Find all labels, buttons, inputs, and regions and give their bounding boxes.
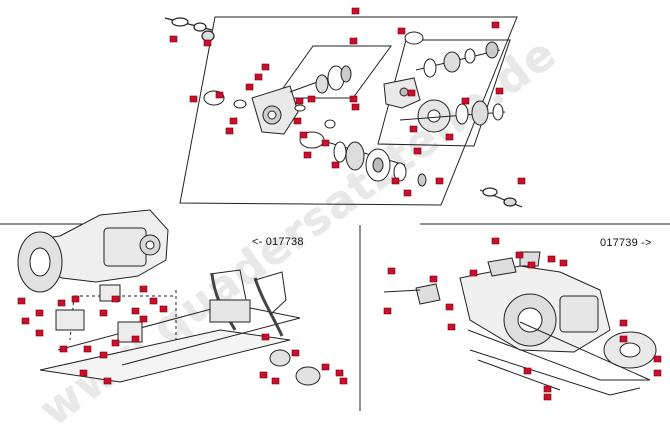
part-callout-marker: [445, 133, 454, 141]
part-callout-marker: [245, 83, 254, 91]
gear-train-right: [383, 31, 506, 133]
part-callout-marker: [293, 117, 302, 125]
part-callout-marker: [99, 351, 108, 359]
part-callout-marker: [131, 307, 140, 315]
part-callout-marker: [435, 177, 444, 185]
part-callout-marker: [203, 39, 212, 47]
part-callout-marker: [307, 95, 316, 103]
part-callout-marker: [71, 295, 80, 303]
part-callout-marker: [139, 315, 148, 323]
part-callout-marker: [517, 177, 526, 185]
part-callout-marker: [547, 255, 556, 263]
drive-shaft-top-left: [164, 17, 215, 42]
part-callout-marker: [543, 385, 552, 393]
serial-label-right: 017739 ->: [600, 237, 652, 249]
part-callout-marker: [111, 295, 120, 303]
part-callout-marker: [407, 89, 416, 97]
serial-label-left: <- 017738: [252, 236, 304, 248]
part-callout-marker: [149, 297, 158, 305]
part-callout-marker: [17, 297, 26, 305]
part-callout-marker: [491, 237, 500, 245]
part-callout-marker: [215, 91, 224, 99]
part-callout-marker: [139, 285, 148, 293]
part-callout-marker: [35, 309, 44, 317]
part-callout-marker: [619, 319, 628, 327]
part-callout-marker: [331, 161, 340, 169]
part-callout-marker: [409, 125, 418, 133]
part-callout-marker: [291, 349, 300, 357]
part-callout-marker: [335, 369, 344, 377]
rear-frame-right: [383, 289, 651, 396]
part-callout-marker: [429, 275, 438, 283]
assembly-outline-sub-right: [377, 39, 511, 147]
part-callout-marker: [383, 307, 392, 315]
part-callout-marker: [413, 147, 422, 155]
part-callout-marker: [351, 103, 360, 111]
exploded-parts-diagram: www.quadersatzteile.de: [0, 7, 670, 436]
part-callout-marker: [229, 117, 238, 125]
assembly-outline-main: [179, 16, 518, 206]
part-callout-marker: [261, 63, 270, 71]
part-callout-marker: [261, 333, 270, 341]
part-callout-marker: [295, 97, 304, 105]
gearbox-housing-top: [203, 85, 306, 135]
part-callout-marker: [189, 95, 198, 103]
part-callout-marker: [225, 127, 234, 135]
part-callout-marker: [169, 35, 178, 43]
part-callout-marker: [131, 335, 140, 343]
part-callout-marker: [447, 323, 456, 331]
part-callout-marker: [103, 377, 112, 385]
part-callout-marker: [461, 97, 470, 105]
part-callout-marker: [469, 269, 478, 277]
part-callout-marker: [57, 299, 66, 307]
part-callout-marker: [299, 131, 308, 139]
part-callout-marker: [397, 27, 406, 35]
diagram-svg: [0, 7, 670, 411]
part-callout-marker: [445, 303, 454, 311]
part-callout-marker: [515, 251, 524, 259]
part-callout-marker: [159, 305, 168, 313]
part-callout-marker: [321, 363, 330, 371]
part-callout-marker: [403, 189, 412, 197]
diff-housing-right: [415, 251, 657, 369]
diff-housing-left: [17, 209, 169, 293]
part-callout-marker: [79, 369, 88, 377]
part-callouts: [17, 7, 662, 401]
part-callout-marker: [543, 393, 552, 401]
part-callout-marker: [83, 345, 92, 353]
part-callout-marker: [271, 377, 280, 385]
part-callout-marker: [349, 95, 358, 103]
rear-frame-left: [39, 269, 321, 386]
part-callout-marker: [351, 7, 360, 15]
part-callout-marker: [21, 317, 30, 325]
part-callout-marker: [59, 345, 68, 353]
part-callout-marker: [387, 267, 396, 275]
part-callout-marker: [653, 355, 662, 363]
part-callout-marker: [35, 329, 44, 337]
part-callout-marker: [523, 367, 532, 375]
part-callout-marker: [491, 21, 500, 29]
part-callout-marker: [111, 339, 120, 347]
drive-shaft-right: [479, 187, 523, 208]
part-callout-marker: [495, 87, 504, 95]
part-callout-marker: [303, 151, 312, 159]
part-callout-marker: [527, 261, 536, 269]
part-callout-marker: [321, 139, 330, 147]
part-callout-marker: [619, 335, 628, 343]
part-callout-marker: [339, 377, 348, 385]
part-callout-marker: [99, 309, 108, 317]
part-callout-marker: [254, 73, 263, 81]
part-callout-marker: [349, 37, 358, 45]
part-callout-marker: [391, 177, 400, 185]
part-callout-marker: [653, 369, 662, 377]
part-callout-marker: [259, 371, 268, 379]
part-callout-marker: [559, 259, 568, 267]
